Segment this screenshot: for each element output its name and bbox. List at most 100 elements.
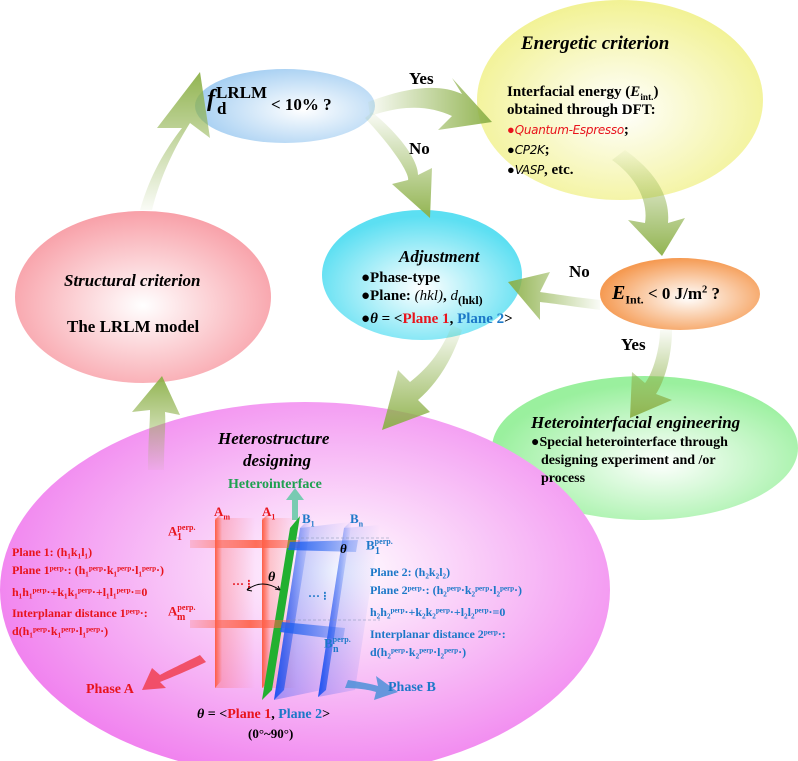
phase-a-orthogonality: h₁h₁ᵖᵉʳᵖ·+k₁k₁ᵖᵉʳᵖ·+l₁l₁ᵖᵉʳᵖ·=0 — [12, 585, 148, 599]
phase-a-arrow — [142, 655, 206, 690]
energetic-symbol: E — [630, 84, 641, 100]
close-bracket: > — [504, 311, 513, 327]
arrow-heterostructure-to-structural — [132, 376, 180, 470]
fd-threshold: < 10% ? — [271, 95, 332, 114]
fd-subscript: d — [217, 99, 227, 118]
plane-a1-perp — [190, 540, 300, 548]
phase-b-plane-2-perp: Plane 2ᵖᵉʳᵖ·: (h₂ᵖᵉʳᵖ·k₂ᵖᵉʳᵖ·l₂ᵖᵉʳᵖ·) — [370, 583, 523, 597]
plane-2-label: Plane 2 — [278, 707, 323, 722]
heterointerface-arrow — [286, 488, 304, 520]
heterointerface-label: Heterointerface — [228, 477, 322, 492]
dft-suffix: ; — [544, 142, 550, 158]
energetic-criterion-ellipse — [477, 0, 763, 200]
d-symbol: d — [450, 288, 458, 304]
bullet-icon: ● — [507, 163, 515, 177]
heterointerfacial-engineering-ellipse — [492, 376, 798, 520]
plane-1-label: Plane 1 — [402, 311, 450, 327]
heterointerface-plane — [262, 516, 300, 700]
dft-item-vasp: ●VASP, etc. — [507, 162, 574, 179]
arrow-energy-no-to-adjustment — [508, 272, 600, 320]
theta-label: θ — [268, 570, 276, 585]
comma-text: , — [449, 311, 458, 327]
phase-a-interplanar-label: Interplanar distance 1ᵖᵉʳᵖ·: — [12, 606, 148, 620]
phase-b-interplanar-label: Interplanar distance 2ᵖᵉʳᵖ·: — [370, 627, 506, 641]
energetic-line2: obtained through DFT: — [507, 102, 656, 118]
arrow-fd-no-to-adjustment — [365, 112, 432, 218]
adjustment-item-theta: ●θ = <Plane 1, Plane 2> — [361, 311, 513, 328]
arrow-energetic-to-energy-decision — [612, 150, 685, 256]
yes-label-top: Yes — [409, 69, 434, 88]
phase-b-interplanar-value: d(h₂ᵖᵉʳᵖ·k₂ᵖᵉʳᵖ·l₂ᵖᵉʳᵖ·) — [370, 645, 467, 659]
yes-label-bottom: Yes — [621, 335, 646, 354]
dft-name: Quantum-Espresso — [514, 123, 624, 137]
bullet-icon: ● — [507, 123, 515, 137]
energetic-line1-close: ) — [653, 84, 659, 100]
dft-name: VASP — [514, 163, 545, 177]
energy-decision-ellipse — [600, 258, 760, 330]
phase-b-orthogonality: h₂h₂ᵖᵉʳᵖ·+k₂k₂ᵖᵉʳᵖ·+l₂l₂ᵖᵉʳᵖ·=0 — [370, 605, 506, 619]
plane-label: ●Plane: — [361, 288, 415, 304]
fd-decision-ellipse — [195, 69, 375, 143]
bullet-icon: ● — [361, 311, 371, 327]
dft-suffix: , etc. — [543, 162, 574, 178]
phase-b-plane-2: Plane 2: (h₂k₂l₂) — [370, 565, 451, 579]
adjustment-title: Adjustment — [399, 247, 480, 266]
bullet-icon: ● — [507, 143, 515, 157]
label-b1-perp: Bperp.1 — [366, 537, 393, 557]
adjustment-ellipse — [322, 210, 522, 340]
plane-am-perp — [190, 620, 290, 628]
equals-text: = < — [204, 707, 228, 722]
plane-bn-perp — [280, 622, 345, 640]
plane-b1-perp — [288, 540, 358, 552]
energy-symbol: E — [612, 282, 626, 304]
theta-definition: θ = <Plane 1, Plane 2> — [197, 707, 330, 722]
energy-condition: EInt. < 0 J/m2 ? — [612, 282, 720, 307]
energetic-subscript: int. — [640, 93, 654, 103]
dft-name: CP2K — [514, 143, 545, 157]
heterostructure-title-2: designing — [243, 451, 312, 470]
phase-a-interplanar-value: d(h₁ᵖᵉʳᵖ·k₁ᵖᵉʳᵖ·l₁ᵖᵉʳᵖ·) — [12, 624, 109, 638]
label-am-perp: Aperp.m — [168, 603, 196, 623]
phase-b-label: Phase B — [388, 680, 436, 695]
no-label-right: No — [569, 262, 590, 281]
arrow-energy-yes-to-engineering — [630, 330, 672, 418]
engineering-line3: process — [541, 471, 586, 486]
arrow-structural-to-fd — [140, 72, 210, 210]
dft-suffix: ; — [623, 122, 629, 138]
energy-power: 2 — [702, 284, 708, 296]
plane-2-label: Plane 2 — [457, 311, 505, 327]
heterostructure-title-1: Heterostructure — [218, 429, 330, 448]
engineering-line2: designing experiment and /or — [541, 453, 716, 468]
phase-a-plane-1-perp: Plane 1ᵖᵉʳᵖ·: (h₁ᵖᵉʳᵖ·k₁ᵖᵉʳᵖ·l₁ᵖᵉʳᵖ·) — [12, 563, 165, 577]
energy-threshold: < 0 J/m — [643, 284, 703, 303]
fd-condition: f LRLM d < 10% ? — [207, 83, 332, 117]
fd-symbol: f — [207, 86, 215, 112]
close-bracket: > — [322, 707, 331, 722]
theta-symbol: θ — [197, 707, 205, 722]
theta-label-perp: θ — [340, 541, 347, 556]
energy-subscript: Int. — [625, 292, 644, 307]
structural-title: Structural criterion — [64, 271, 201, 290]
comma-text: , — [271, 707, 279, 722]
dft-item-quantum-espresso: ●Quantum-Espresso; — [507, 122, 629, 139]
energy-question: ? — [707, 284, 721, 303]
ellipsis-a: ··· ⁝ — [232, 577, 251, 591]
fd-superscript: LRLM — [216, 83, 267, 102]
arrow-fd-yes-to-energetic — [368, 78, 492, 130]
engineering-line1: ●Special heterointerface through — [531, 435, 728, 450]
phase-a-label: Phase A — [86, 682, 134, 697]
equals-text: = < — [377, 311, 403, 327]
plane-1-label: Plane 1 — [227, 707, 272, 722]
structural-subtitle: The LRLM model — [67, 317, 200, 336]
no-label-top: No — [409, 139, 430, 158]
structural-criterion-ellipse — [15, 211, 271, 383]
theta-symbol: θ — [370, 311, 378, 327]
arrow-adjustment-to-heterostructure — [382, 325, 462, 430]
energetic-line1-text: Interfacial energy ( — [507, 84, 631, 100]
label-b1: B1 — [302, 511, 315, 529]
adjustment-item-phase-type: ●Phase-type — [361, 270, 441, 286]
energetic-title: Energetic criterion — [521, 33, 670, 54]
separator: , — [442, 288, 451, 304]
engineering-title: Heterointerfacial engineering — [531, 413, 741, 432]
